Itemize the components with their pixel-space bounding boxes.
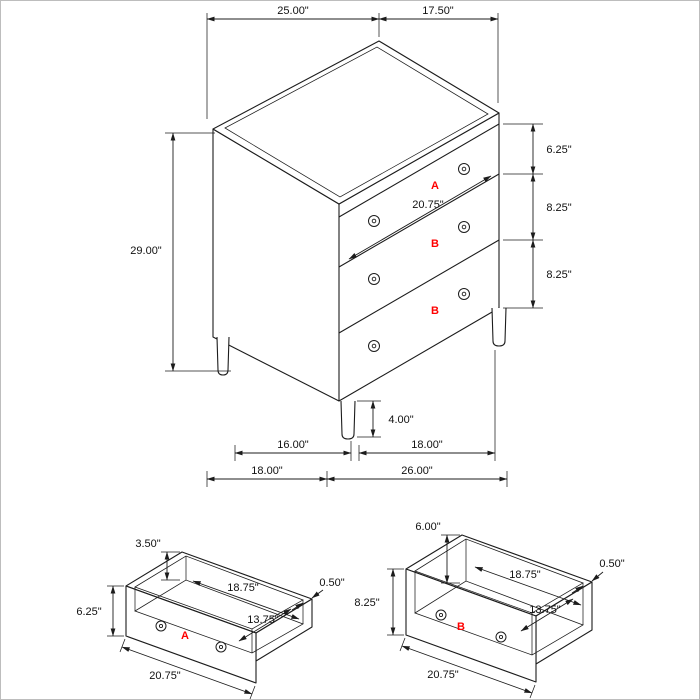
- drawer-a-interior: [134, 556, 304, 654]
- dim-label-drawer-b1-height: 8.25": [546, 202, 571, 214]
- drawer-b-front-width-extensions: [399, 637, 536, 699]
- base-dimensions: 16.00" 18.00" 18.00" 26.00": [206, 350, 508, 487]
- dim-label-drawer-b-thickness: 0.50": [599, 558, 624, 570]
- dim-arrow-drawer-a-thickness-2: [291, 602, 304, 611]
- dim-label-drawer-b-front-height: 8.25": [354, 597, 379, 609]
- dim-label-height: 29.00": [130, 245, 162, 257]
- dim-label-drawer-a-inner-depth: 13.75": [247, 614, 279, 626]
- drawer-a-knob-right: [458, 163, 470, 175]
- dim-label-overall-width: 26.00": [401, 465, 433, 477]
- drawer-b2-knob-left: [368, 340, 380, 352]
- drawer-b-detail-label: B: [457, 621, 465, 633]
- drawer-b1-knob-left-dot: [371, 276, 377, 282]
- drawer-height-dimensions: 6.25" 8.25" 8.25": [503, 123, 572, 309]
- drawer-b2-knob-right-dot: [461, 291, 467, 297]
- chest-top-face: [212, 40, 500, 205]
- dim-arrow-drawer-b-thickness-2: [571, 585, 584, 594]
- dim-label-drawer-front-width: 20.75": [412, 199, 444, 211]
- dim-label-drawer-b-front-width: 20.75": [427, 669, 459, 681]
- drawer-a-front-height-extensions: [107, 585, 124, 637]
- dim-label-drawer-a-height: 6.25": [546, 144, 571, 156]
- drawer-b2-knob-right: [458, 288, 470, 300]
- dim-label-leg-height: 4.00": [388, 414, 413, 426]
- chest-drawer-b2-label: B: [431, 305, 439, 317]
- dim-label-drawer-a-inner-width: 18.75": [227, 582, 259, 594]
- drawer-b1-knob-left: [368, 273, 380, 285]
- drawer-b-back-height-extensions: [441, 534, 460, 584]
- drawer-b1-knob-right: [458, 221, 470, 233]
- dim-label-base-width: 18.00": [411, 439, 443, 451]
- drawer-b-interior: [414, 539, 584, 656]
- dim-arrow-drawer-a-thickness-1: [311, 589, 324, 599]
- dim-label-drawer-b-back-height: 6.00": [415, 521, 440, 533]
- dim-label-top-width: 25.00": [277, 5, 309, 17]
- chest-top-face-inner-edge: [224, 46, 489, 198]
- chest-drawer-a-label: A: [431, 180, 439, 192]
- drawer-a-detail-label: A: [181, 630, 189, 642]
- dim-label-overall-depth: 18.00": [251, 465, 283, 477]
- drawer-a-detail-knob-left: [155, 620, 167, 632]
- dim-line-drawer-b-inner-width: [474, 566, 582, 606]
- dim-label-drawer-a-thickness: 0.50": [319, 577, 344, 589]
- dim-label-drawer-a-front-width: 20.75": [149, 670, 181, 682]
- drawer-a-front-width-extensions: [119, 638, 256, 699]
- dim-line-drawer-a-front-width: [121, 646, 253, 695]
- drawer-a-detail-knob-right: [215, 641, 227, 653]
- drawer-b-detail-knob-left-dot: [438, 612, 444, 618]
- drawer-a-detail-knob-left-dot: [158, 623, 164, 629]
- dim-label-drawer-b2-height: 8.25": [546, 269, 571, 281]
- drawer-b-detail-knob-right: [495, 631, 507, 643]
- drawer-height-extension-lines: [503, 123, 543, 309]
- dim-label-drawer-a-back-height: 3.50": [135, 538, 160, 550]
- dim-label-drawer-a-front-height: 6.25": [76, 606, 101, 618]
- dim-label-drawer-b-inner-depth: 13.75": [529, 604, 561, 616]
- dim-line-drawer-a-inner-depth: [238, 608, 292, 642]
- leg-height-dimension: 4.00": [357, 400, 414, 438]
- drawer-b-detail-knob-right-dot: [498, 634, 504, 640]
- chest-isometric-view: A 20.75" B B: [212, 40, 507, 440]
- drawer-a-detail: A 6.25" 3.50" 18.75" 13.75" 0.50" 20.75": [76, 538, 345, 699]
- dim-line-drawer-front-width: [348, 175, 492, 260]
- drawer-a-knob-left: [368, 215, 380, 227]
- dim-arrow-drawer-b-thickness-1: [591, 571, 604, 582]
- chest-legs: [216, 307, 507, 440]
- drawer-b-detail: B 8.25" 6.00" 18.75" 13.75" 0.50" 20.75": [354, 521, 625, 699]
- dim-line-drawer-b-front-width: [401, 645, 533, 694]
- drawer-a-back-height-extensions: [161, 551, 180, 581]
- dim-label-top-depth: 17.50": [422, 5, 454, 17]
- leg-extension-lines: [357, 400, 381, 438]
- height-dimension: 29.00": [130, 132, 231, 372]
- dim-line-drawer-b-inner-depth: [520, 598, 574, 632]
- drawer-b2-knob-left-dot: [371, 343, 377, 349]
- chest-drawer-b1-label: B: [431, 238, 439, 250]
- dim-label-base-depth: 16.00": [277, 439, 309, 451]
- dim-label-drawer-b-inner-width: 18.75": [509, 569, 541, 581]
- drawer-a-knob-right-dot: [461, 166, 467, 172]
- drawer-b-front-height-extensions: [387, 568, 404, 636]
- drawer-b-detail-knob-left: [435, 609, 447, 621]
- top-dimensions: 25.00" 17.50": [206, 5, 499, 119]
